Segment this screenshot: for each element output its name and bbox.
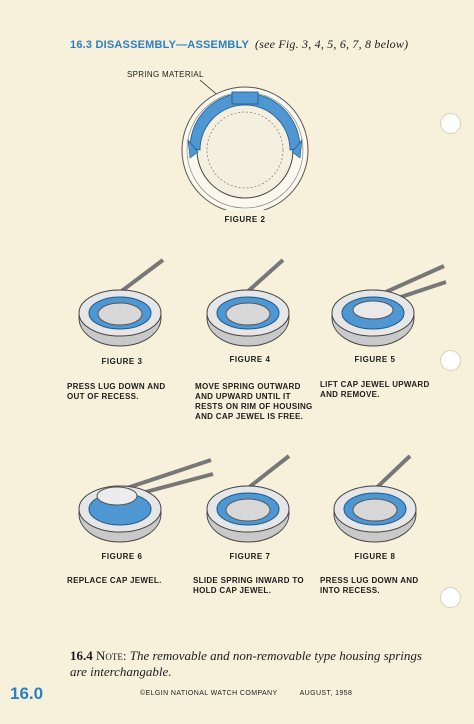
figure-8-caption: FIGURE 8 xyxy=(354,552,396,561)
spring-material-label: SPRING MATERIAL xyxy=(127,70,204,79)
note-number: 16.4 xyxy=(70,648,93,663)
note-paragraph: 16.4 Note: The removable and non-removab… xyxy=(70,648,440,680)
figure-5-caption: FIGURE 5 xyxy=(354,355,396,364)
figure-7-caption: FIGURE 7 xyxy=(229,552,271,561)
footer: ©ELGIN NATIONAL WATCH COMPANY AUGUST, 195… xyxy=(140,690,352,697)
footer-company: ©ELGIN NATIONAL WATCH COMPANY xyxy=(140,690,278,697)
figure-4-instruction: MOVE SPRING OUTWARD AND UPWARD UNTIL IT … xyxy=(195,382,313,421)
figure-3-caption: FIGURE 3 xyxy=(101,357,143,366)
footer-date: AUGUST, 1958 xyxy=(299,690,353,697)
figure-5-illustration xyxy=(331,264,447,347)
figure-4-caption: FIGURE 4 xyxy=(229,355,271,364)
figure-6-caption: FIGURE 6 xyxy=(101,552,143,561)
figure-7-illustration xyxy=(206,454,291,543)
note-text: The removable and non-removable type hou… xyxy=(70,648,422,679)
figure-6-illustration xyxy=(78,458,214,543)
binder-hole-3 xyxy=(440,587,461,608)
section-header: 16.3 DISASSEMBLY—ASSEMBLY (see Fig. 3, 4,… xyxy=(70,37,408,52)
note-keyword: Note: xyxy=(96,648,127,663)
figure-3-illustration xyxy=(78,258,165,347)
binder-hole-1 xyxy=(440,113,461,134)
figure-reference: (see Fig. 3, 4, 5, 6, 7, 8 below) xyxy=(255,37,409,51)
figure-7-instruction: SLIDE SPRING INWARD TO HOLD CAP JEWEL. xyxy=(193,576,304,595)
page-number: 16.0 xyxy=(10,684,44,703)
figure-2-illustration xyxy=(181,79,309,210)
figure-5-instruction: LIFT CAP JEWEL UPWARD AND REMOVE. xyxy=(320,380,430,399)
figure-4-illustration xyxy=(206,258,290,347)
figure-2-caption: FIGURE 2 xyxy=(224,215,266,224)
figure-8-instruction: PRESS LUG DOWN AND INTO RECESS. xyxy=(320,576,419,595)
section-title: 16.3 DISASSEMBLY—ASSEMBLY xyxy=(70,39,250,51)
binder-hole-2 xyxy=(440,350,461,371)
figure-3-instruction: PRESS LUG DOWN AND OUT OF RECESS. xyxy=(67,382,166,401)
figure-6-instruction: REPLACE CAP JEWEL. xyxy=(67,576,162,585)
figure-8-illustration xyxy=(333,454,417,543)
